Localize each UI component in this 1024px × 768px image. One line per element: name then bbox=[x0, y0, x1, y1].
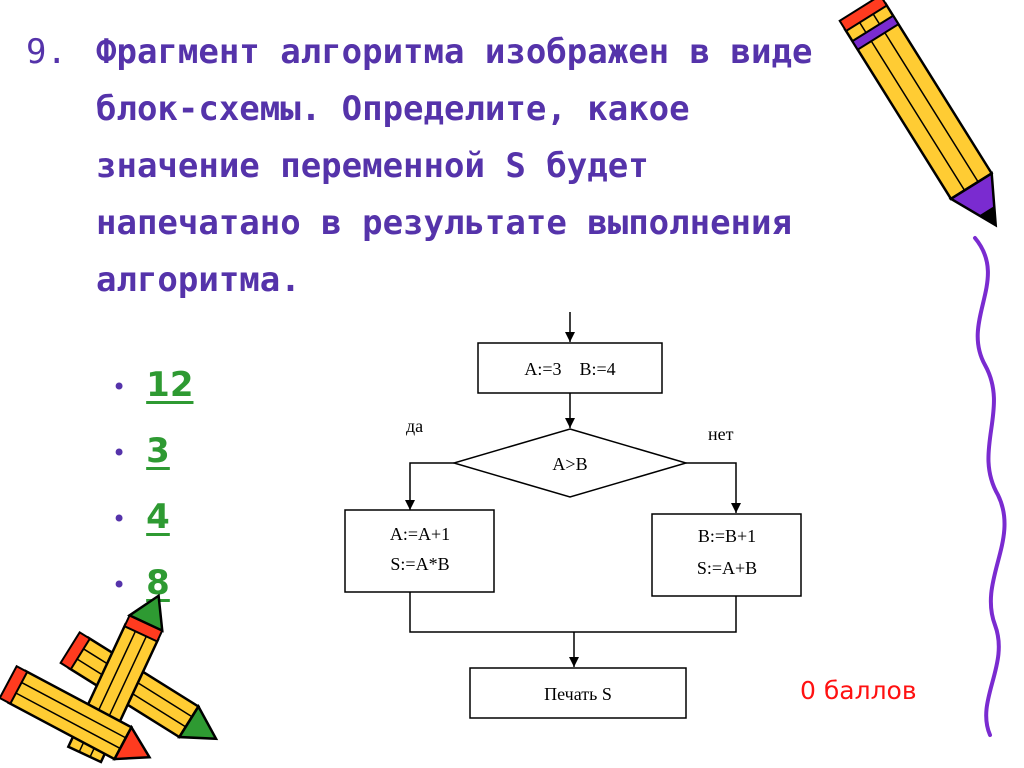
no-line-2: S:=A+B bbox=[697, 558, 757, 578]
flow-arrow-no bbox=[686, 462, 741, 513]
question-number: 9. bbox=[26, 32, 67, 72]
answer-list: •12 •3 •4 •8 bbox=[112, 352, 193, 616]
answer-option: •4 bbox=[112, 484, 193, 550]
no-line-1: B:=B+1 bbox=[698, 526, 756, 546]
yes-label: да bbox=[406, 416, 423, 436]
yes-line-1: A:=A+1 bbox=[390, 524, 450, 544]
bullet-icon: • bbox=[112, 504, 127, 533]
answer-link-2[interactable]: 3 bbox=[146, 431, 170, 471]
answer-link-3[interactable]: 4 bbox=[146, 497, 170, 537]
answer-link-1[interactable]: 12 bbox=[146, 365, 194, 405]
condition-diamond bbox=[451, 428, 689, 498]
answer-option: •8 bbox=[112, 550, 193, 616]
flow-arrow-yes bbox=[405, 462, 454, 510]
condition-text: A>B bbox=[552, 454, 587, 474]
answer-option: •3 bbox=[112, 418, 193, 484]
yes-box bbox=[344, 509, 495, 593]
question: 9. Фрагмент алгоритма изображен в виде б… bbox=[26, 24, 856, 309]
flow-merge-line bbox=[409, 592, 737, 633]
bullet-icon: • bbox=[112, 372, 127, 401]
answer-option: • 12 bbox=[112, 352, 193, 418]
output-box bbox=[469, 667, 687, 719]
init-text: A:=3 B:=4 bbox=[524, 359, 615, 379]
no-box bbox=[651, 513, 802, 597]
question-text: Фрагмент алгоритма изображен в виде блок… bbox=[96, 32, 813, 300]
no-label: нет bbox=[708, 424, 734, 444]
bullet-icon: • bbox=[112, 570, 127, 599]
output-text: Печать S bbox=[544, 684, 612, 704]
yes-line-2: S:=A*B bbox=[390, 554, 449, 574]
bullet-icon: • bbox=[112, 438, 127, 467]
answer-link-4[interactable]: 8 bbox=[146, 563, 170, 603]
score-label: 0 баллов bbox=[800, 676, 917, 705]
